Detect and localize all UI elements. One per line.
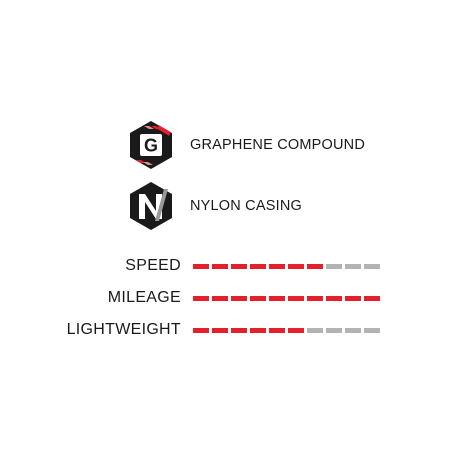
rating-segment (307, 263, 323, 269)
rating-segment (364, 327, 380, 333)
rating-segment (193, 295, 209, 301)
rating-segment (193, 263, 209, 269)
rating-segment (288, 295, 304, 301)
rating-segment (364, 295, 380, 301)
rating-segment (326, 263, 342, 269)
rating-segment (307, 327, 323, 333)
rating-label-lightweight: LIGHTWEIGHT (66, 321, 181, 338)
rating-segment (326, 295, 342, 301)
rating-segment (345, 263, 361, 269)
rating-segment (212, 263, 228, 269)
rating-segment (212, 295, 228, 301)
rating-row-lightweight: LIGHTWEIGHT (30, 314, 410, 346)
rating-segment (231, 327, 247, 333)
rating-bar-mileage (193, 295, 380, 301)
rating-segment (250, 327, 266, 333)
feature-label-graphene-compound: GRAPHENE COMPOUND (190, 137, 365, 153)
rating-segment (269, 295, 285, 301)
rating-row-speed: SPEED (30, 250, 410, 282)
rating-segment (212, 327, 228, 333)
rating-segment (326, 327, 342, 333)
rating-segment (250, 295, 266, 301)
rating-label-speed: SPEED (125, 257, 181, 274)
feature-label-nylon-casing: NYLON CASING (190, 198, 302, 214)
rating-segment (345, 327, 361, 333)
rating-segment (364, 263, 380, 269)
nylon-casing-icon (130, 182, 172, 230)
performance-ratings: SPEED MILEAGE LIGHTWEIGHT (30, 250, 410, 346)
rating-segment (250, 263, 266, 269)
graphene-compound-icon: G (130, 121, 172, 169)
rating-row-mileage: MILEAGE (30, 282, 410, 314)
rating-segment (288, 327, 304, 333)
rating-bar-speed (193, 263, 380, 269)
svg-text:G: G (144, 136, 158, 156)
feature-nylon-casing: NYLON CASING (126, 181, 302, 231)
rating-bar-lightweight (193, 327, 380, 333)
rating-label-mileage: MILEAGE (107, 289, 181, 306)
rating-segment (345, 295, 361, 301)
rating-segment (307, 295, 323, 301)
rating-segment (269, 263, 285, 269)
rating-segment (288, 263, 304, 269)
rating-segment (193, 327, 209, 333)
rating-segment (269, 327, 285, 333)
feature-graphene-compound: G GRAPHENE COMPOUND (126, 120, 365, 170)
rating-segment (231, 263, 247, 269)
rating-segment (231, 295, 247, 301)
